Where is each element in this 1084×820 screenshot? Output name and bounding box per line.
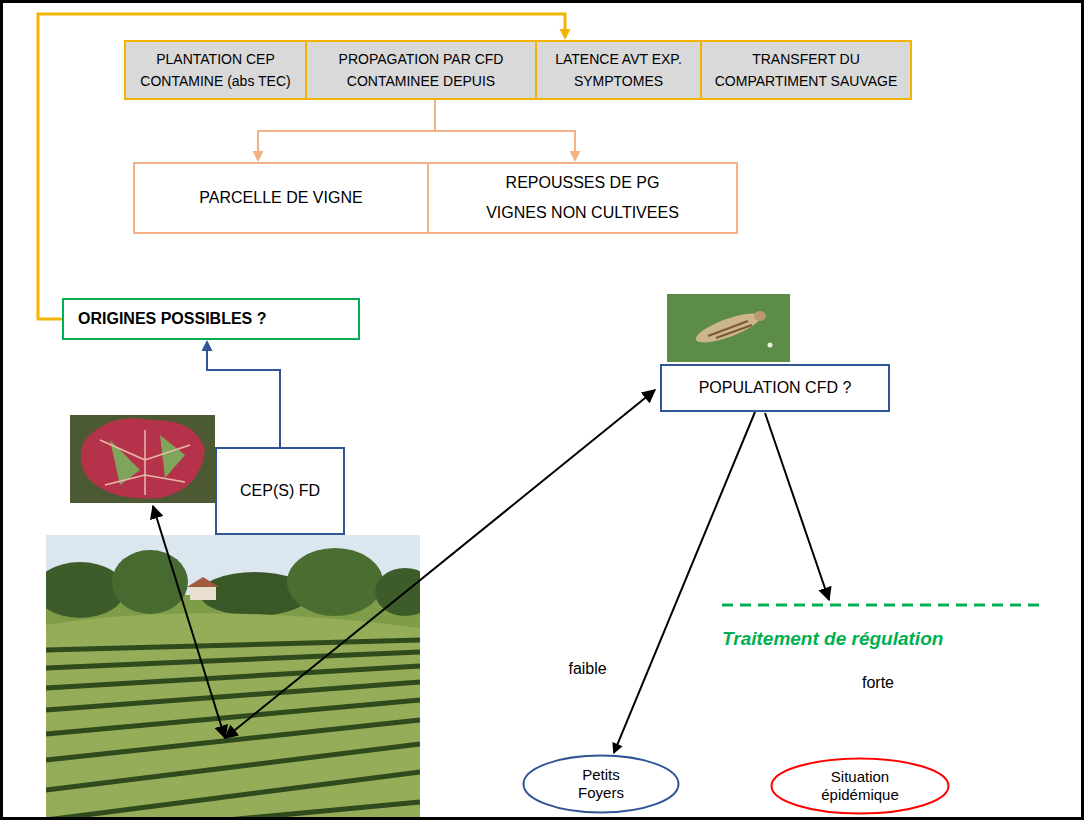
connector-line xyxy=(435,100,575,156)
node-text: Petits Foyers xyxy=(570,766,632,802)
node-text: PLANTATION CEP CONTAMINE (abs TEC) xyxy=(130,48,301,92)
leafhopper-photo xyxy=(667,294,790,362)
leaf-patch xyxy=(110,435,185,485)
vine-row xyxy=(46,652,420,668)
leafhopper-body xyxy=(693,308,763,348)
node-text: PARCELLE DE VIGNE xyxy=(199,183,362,213)
leaf-background xyxy=(70,415,215,503)
outcome-ellipse: Situation épidémique xyxy=(770,757,950,815)
leafhopper-background xyxy=(667,294,790,362)
connector-line xyxy=(207,346,280,447)
vine-row xyxy=(46,640,420,650)
origin-box: LATENCE AVT EXP. SYMPTOMES xyxy=(535,40,702,100)
vine-row xyxy=(46,700,420,734)
node-text: Situation épidémique xyxy=(813,768,908,804)
vine-rows xyxy=(46,640,420,817)
origin-box: TRANSFERT DU COMPARTIMENT SAUVAGE xyxy=(700,40,912,100)
tree xyxy=(46,562,125,618)
treatment-label: Traitement de régulation xyxy=(722,628,943,650)
leaf xyxy=(81,418,205,498)
origin-box: PROPAGATION PAR CFD CONTAMINEE DEPUIS xyxy=(305,40,537,100)
outcome-ellipse: Petits Foyers xyxy=(522,754,680,814)
threshold-line xyxy=(722,604,1040,607)
roof xyxy=(187,577,219,587)
arrow-head xyxy=(570,151,581,162)
double-arrow xyxy=(153,506,225,738)
hill xyxy=(46,595,420,817)
population-box: POPULATION CFD ? xyxy=(660,364,890,412)
leafhopper-band xyxy=(708,321,752,338)
connector-line xyxy=(616,412,755,749)
house xyxy=(190,586,216,600)
node-text: ORIGINES POSSIBLES ? xyxy=(78,309,266,329)
question-box: ORIGINES POSSIBLES ? xyxy=(62,298,360,340)
node-text: PROPAGATION PAR CFD CONTAMINEE DEPUIS xyxy=(311,48,531,92)
field xyxy=(46,613,420,817)
node-text: REPOUSSES DE PG VIGNES NON CULTIVEES xyxy=(477,168,689,228)
origin-box: PLANTATION CEP CONTAMINE (abs TEC) xyxy=(124,40,307,100)
level-label: forte xyxy=(862,674,894,692)
tree xyxy=(375,568,420,616)
arrow-head xyxy=(253,151,264,162)
arrow xyxy=(765,413,829,600)
leafhopper-speck xyxy=(768,343,773,348)
leafhopper-head xyxy=(754,311,766,321)
edge-label: faible xyxy=(566,660,608,678)
ellipse-shape xyxy=(772,759,949,814)
connector xyxy=(612,412,755,754)
arrow-head xyxy=(560,29,571,40)
vine-row xyxy=(120,802,420,817)
location-box: REPOUSSES DE PG VIGNES NON CULTIVEES xyxy=(427,162,738,234)
symptom-box: CEP(S) FD xyxy=(215,447,345,535)
leaf-photo xyxy=(70,415,215,503)
double-arrow xyxy=(225,390,655,738)
connector xyxy=(202,340,281,447)
vineyard-photo xyxy=(46,535,420,817)
vine-row xyxy=(46,720,420,760)
connector xyxy=(253,100,436,162)
arrow-head xyxy=(612,742,622,754)
connector-line xyxy=(258,100,435,156)
connector xyxy=(435,100,581,162)
node-text: CEP(S) FD xyxy=(240,481,320,501)
node-text: LATENCE AVT EXP. SYMPTOMES xyxy=(541,48,696,92)
ellipse-shape xyxy=(524,756,679,813)
location-box: PARCELLE DE VIGNE xyxy=(133,162,429,234)
vine-row xyxy=(46,744,420,790)
node-text: TRANSFERT DU COMPARTIMENT SAUVAGE xyxy=(706,48,906,92)
node-text: POPULATION CFD ? xyxy=(699,378,852,398)
leaf-vein xyxy=(100,430,190,495)
arrow-head xyxy=(202,340,213,351)
vine-row xyxy=(46,772,420,817)
tree xyxy=(287,548,383,616)
